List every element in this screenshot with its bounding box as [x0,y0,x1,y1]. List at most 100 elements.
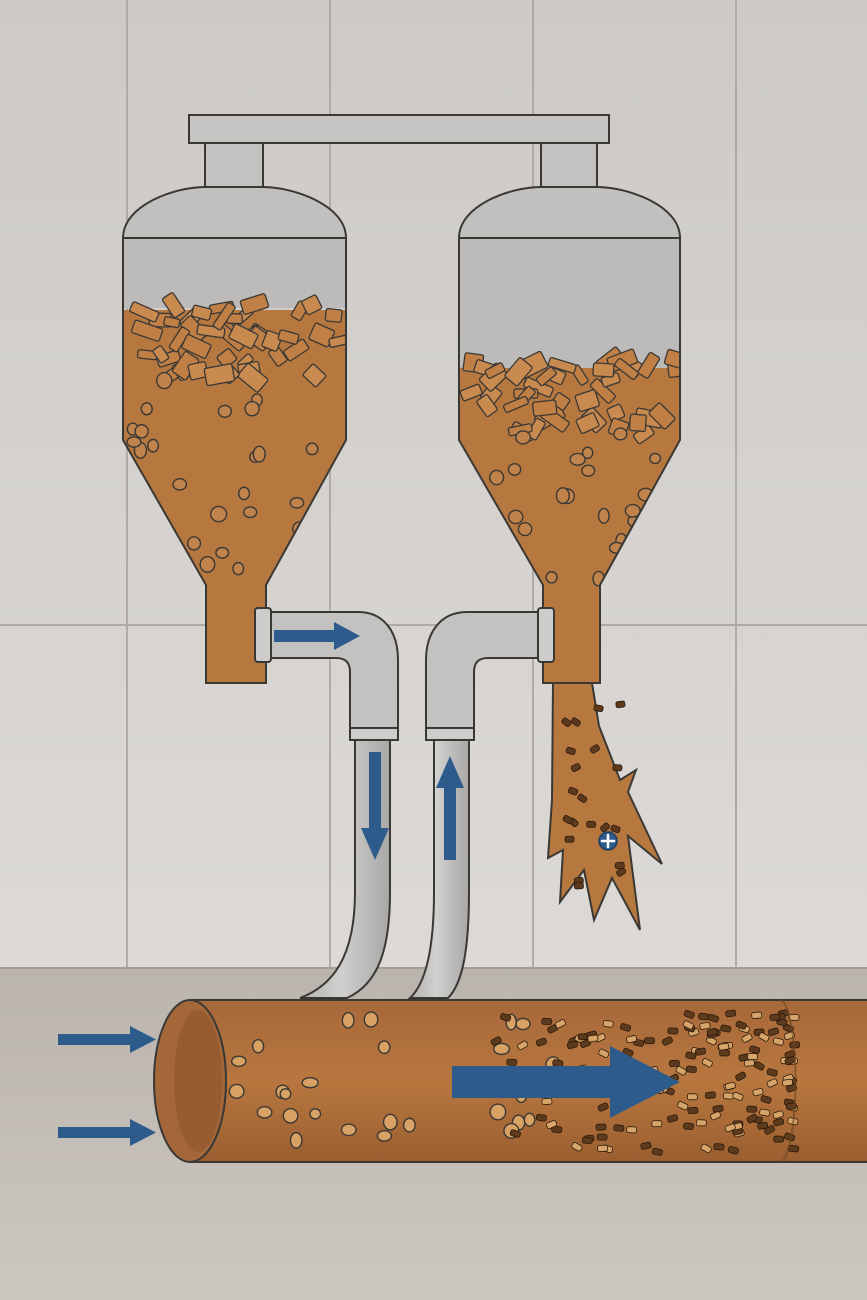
coarse-chip [663,348,680,371]
coarse-chip [592,362,615,378]
slurry-particle [301,1076,319,1089]
arrow-icon [436,756,464,860]
slurry-particle [217,404,233,418]
underflow-pellet [562,815,573,825]
left-cyclone-dome [121,186,348,239]
slurry-particle [243,506,258,519]
fine-particle [535,1037,547,1047]
coarse-chip [574,389,600,413]
slurry-particle [507,462,522,476]
left-vortex-finder [204,142,264,188]
slurry-particle [545,571,558,584]
fine-particle [732,1091,744,1101]
arrow-icon [274,622,360,650]
slurry-particle [215,546,230,559]
coarse-chip [575,412,600,434]
slurry-particle [156,371,173,390]
fine-particle [747,1053,758,1061]
coarse-chip [531,399,558,417]
fine-particle [712,1104,724,1113]
coarse-chip [261,330,283,352]
fine-particle [677,1101,689,1111]
left-cyclone-body [122,237,347,684]
fine-particle [751,1011,763,1019]
right-cyclone-dome [457,186,682,239]
slurry-particle [126,436,142,448]
fine-particle [727,1146,739,1155]
fine-particle [499,1013,512,1022]
fine-particle [597,1144,609,1152]
coarse-chip [535,366,557,387]
underflow-pellet [565,746,576,756]
underflow-pellet [600,822,610,833]
slurry-particle [341,1012,355,1029]
coarse-chip [504,357,533,387]
coarse-chip [648,402,676,430]
coarse-chip [459,383,483,402]
fine-particle [749,1045,761,1054]
fine-particle [596,1133,608,1141]
coarse-chip [484,362,506,379]
fine-particle [769,1013,781,1021]
slurry-particle [649,452,662,465]
fine-particle [683,1009,695,1019]
cross-marker-icon [598,831,618,851]
right-vortex-finder [540,142,598,188]
fine-particle [720,1024,732,1033]
slurry-particle [244,400,260,417]
left-coarse-chips [129,292,346,393]
underflow-pellet [615,700,626,709]
coarse-chip [628,413,647,433]
fine-particle [587,1034,599,1043]
coarse-chip [181,333,212,359]
fine-particle [700,1143,712,1154]
underflow-pellet [612,764,623,772]
slurry-particle [309,1108,322,1120]
underflow-pellet [577,793,588,803]
slurry-particle [489,469,505,486]
coarse-chip [152,345,170,364]
slurry-particle [493,1042,511,1056]
fine-particle [746,1105,758,1113]
fine-particle [651,1147,663,1156]
fine-particle [725,1009,737,1018]
fine-particle [626,1126,638,1134]
fine-particle [699,1022,711,1030]
slurry-particle [613,427,628,441]
arrow-icon [58,1119,156,1146]
underflow-pellet [610,824,621,834]
slurry-particle [232,561,245,576]
underflow-pellet [564,835,575,843]
underflow-coarse-particles [561,700,627,890]
slurry-particle [363,1011,379,1028]
fine-particle [746,1113,758,1124]
underflow-discharge-spray [546,682,663,931]
fine-particle [694,1047,707,1056]
pipe-fine-particles [490,1009,801,1156]
slurry-particle [305,442,319,456]
slurry-particle [402,1117,416,1133]
fine-particle [541,1097,553,1106]
coarse-chip [237,362,269,393]
coarse-chip [614,357,639,380]
fine-particle [772,1037,784,1046]
fine-particle [685,1065,697,1074]
slurry-particle [597,507,610,524]
fine-particle [701,1058,713,1068]
slurry-particle [523,1112,536,1127]
overflow-header-bar [188,114,610,144]
slurry-particle [237,486,251,501]
slurry-particle [282,1108,299,1124]
fine-particle [773,1135,785,1143]
slurry-particle [228,1083,245,1099]
slurry-particle [289,1131,303,1149]
fine-particle [766,1078,778,1088]
fine-particle [541,1017,553,1025]
slurry-particle [517,521,533,537]
coarse-chip [212,302,236,331]
underflow-pellet [616,867,627,877]
fine-particle [682,1020,694,1030]
fine-particle [602,1020,614,1028]
slurry-particle [140,402,153,416]
